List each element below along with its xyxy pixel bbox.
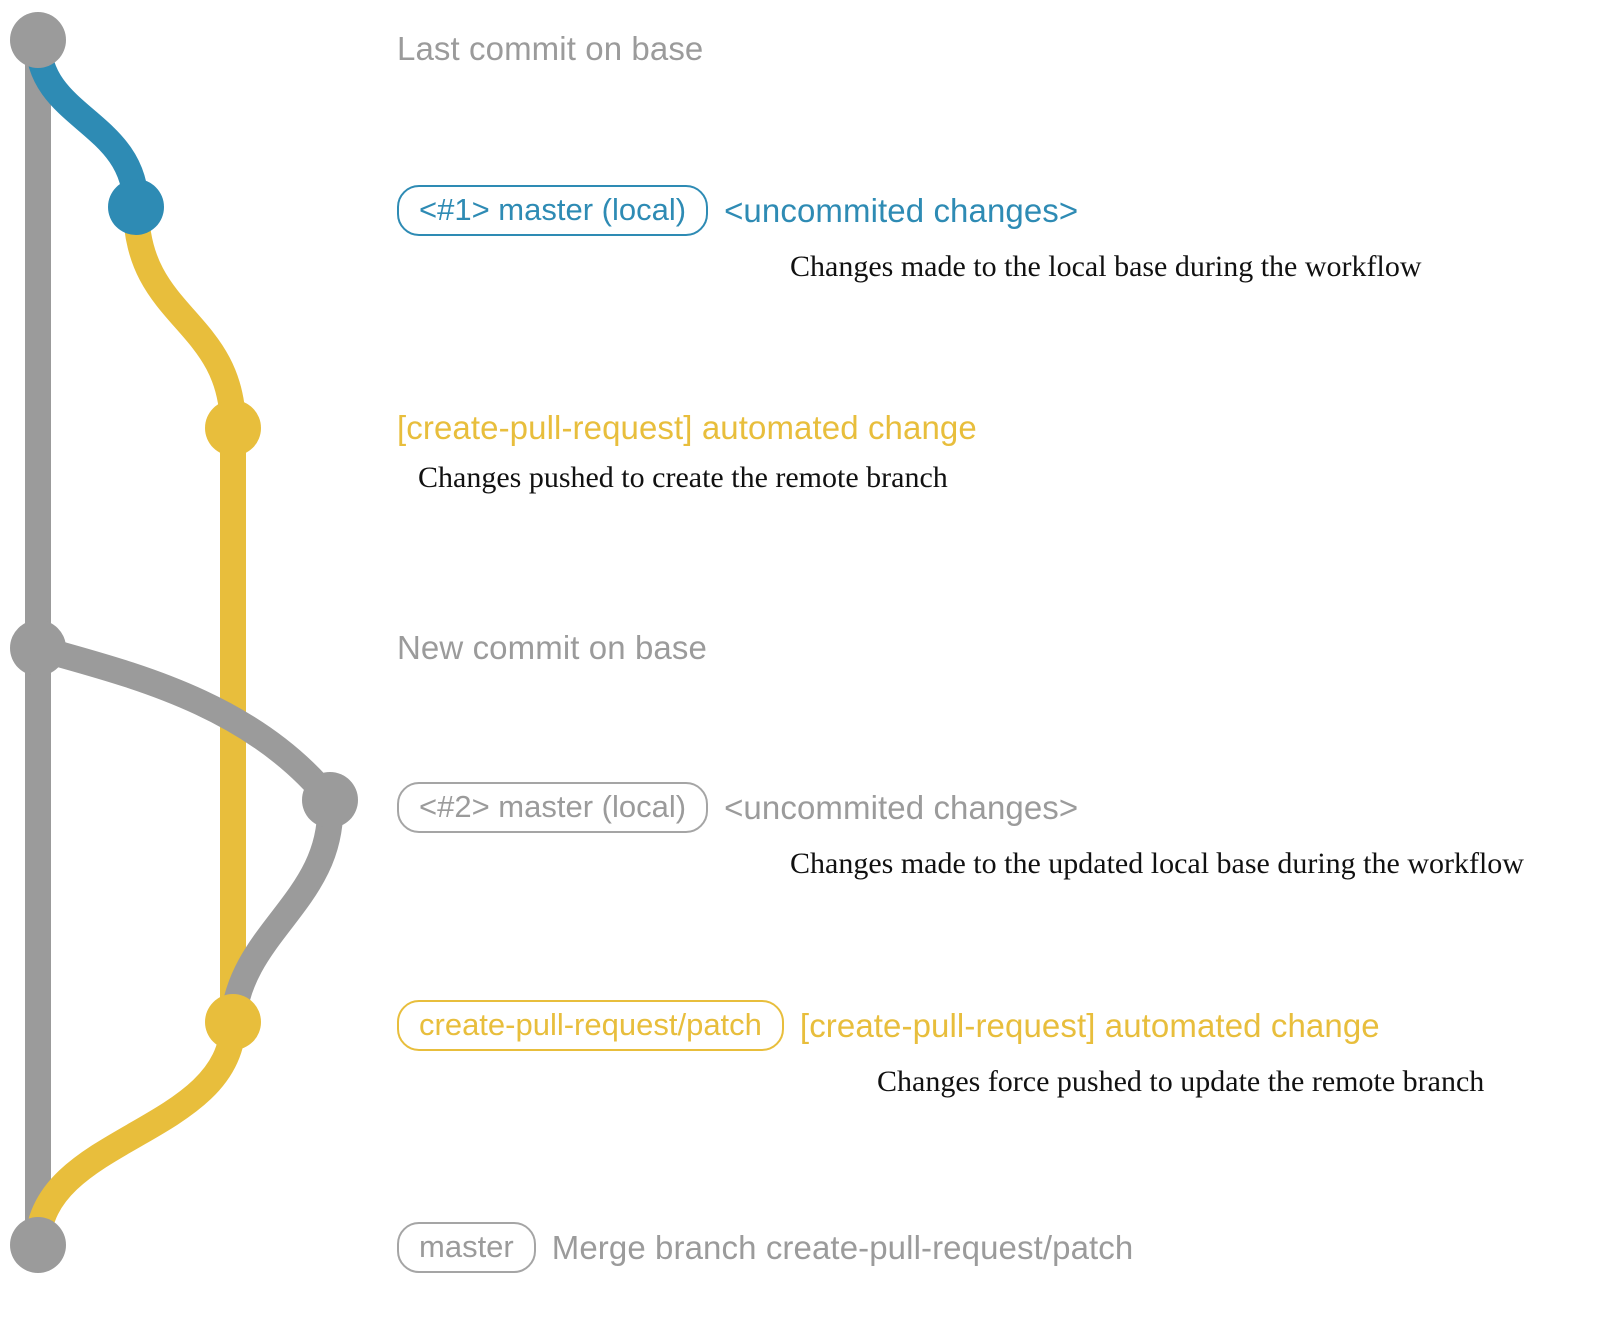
commit-node-master-local-1[interactable] (108, 179, 164, 235)
annotation-merge-commit: master Merge branch create-pull-request/… (397, 1222, 1133, 1273)
annotation-automated-change-2: create-pull-request/patch [create-pull-r… (397, 1000, 1484, 1099)
commit-node-master-local-2[interactable] (302, 772, 358, 828)
headline-master-local-2: <#2> master (local) <uncommited changes> (397, 782, 1524, 833)
headline-automated-change-1: [create-pull-request] automated change (397, 409, 977, 447)
headline-master-local-1: <#1> master (local) <uncommited changes> (397, 185, 1422, 236)
annotation-last-commit-on-base: Last commit on base (397, 30, 703, 68)
branch-badge-master-local-1[interactable]: <#1> master (local) (397, 185, 709, 236)
annotation-master-local-2: <#2> master (local) <uncommited changes>… (397, 782, 1524, 881)
commit-description-master-local-2: Changes made to the updated local base d… (790, 847, 1524, 880)
branch-line-merge (25, 1009, 246, 1258)
branch-badge-master[interactable]: master (397, 1222, 536, 1273)
commit-title-automated-change-2: [create-pull-request] automated change (799, 1006, 1380, 1044)
commit-description-automated-change-1: Changes pushed to create the remote bran… (418, 461, 948, 494)
annotation-automated-change-1: [create-pull-request] automated change C… (397, 409, 977, 495)
commit-node-new-commit-on-base[interactable] (10, 620, 66, 676)
commit-title-master-local-2: <uncommited changes> (724, 788, 1079, 826)
branch-badge-create-pull-request-patch[interactable]: create-pull-request/patch (397, 1000, 784, 1051)
commit-title-master-local-1: <uncommited changes> (724, 191, 1079, 229)
headline-new-commit-on-base: New commit on base (397, 629, 707, 667)
commit-title-merge-commit: Merge branch create-pull-request/patch (551, 1228, 1134, 1266)
headline-last-commit-on-base: Last commit on base (397, 30, 703, 68)
commit-node-automated-change-1[interactable] (205, 400, 261, 456)
branch-badge-master-local-2[interactable]: <#2> master (local) (397, 782, 709, 833)
headline-automated-change-2: create-pull-request/patch [create-pull-r… (397, 1000, 1484, 1051)
commit-node-last-commit-on-base[interactable] (10, 12, 66, 68)
commit-description-automated-change-2: Changes force pushed to update the remot… (877, 1065, 1485, 1098)
commit-node-merge-commit[interactable] (10, 1217, 66, 1273)
annotation-master-local-1: <#1> master (local) <uncommited changes>… (397, 185, 1422, 284)
commit-title-automated-change-1: [create-pull-request] automated change (397, 409, 977, 446)
branch-line-patch-upper (123, 194, 246, 441)
headline-merge-commit: master Merge branch create-pull-request/… (397, 1222, 1133, 1273)
branch-line-local2-out (220, 787, 344, 1035)
commit-title-new-commit-on-base: New commit on base (397, 629, 707, 666)
commit-node-automated-change-2[interactable] (205, 994, 261, 1050)
branch-line-local2-in (25, 635, 343, 813)
commit-description-master-local-1: Changes made to the local base during th… (790, 250, 1422, 283)
annotation-new-commit-on-base: New commit on base (397, 629, 707, 667)
commit-title-last-commit-on-base: Last commit on base (397, 30, 704, 67)
